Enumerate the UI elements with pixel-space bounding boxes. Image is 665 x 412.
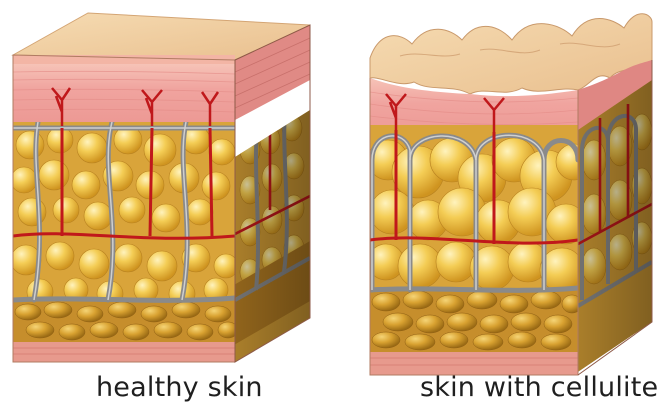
- healthy-skin-caption: healthy skin: [96, 372, 263, 403]
- cellulite-fat-front: [368, 125, 592, 375]
- healthy-dermis-front: [13, 55, 235, 126]
- healthy-skin-block: [11, 13, 310, 362]
- cellulite-skin-block: [368, 14, 652, 375]
- cellulite-skin-caption: skin with cellulite: [420, 372, 658, 403]
- healthy-fat-front: [11, 122, 238, 362]
